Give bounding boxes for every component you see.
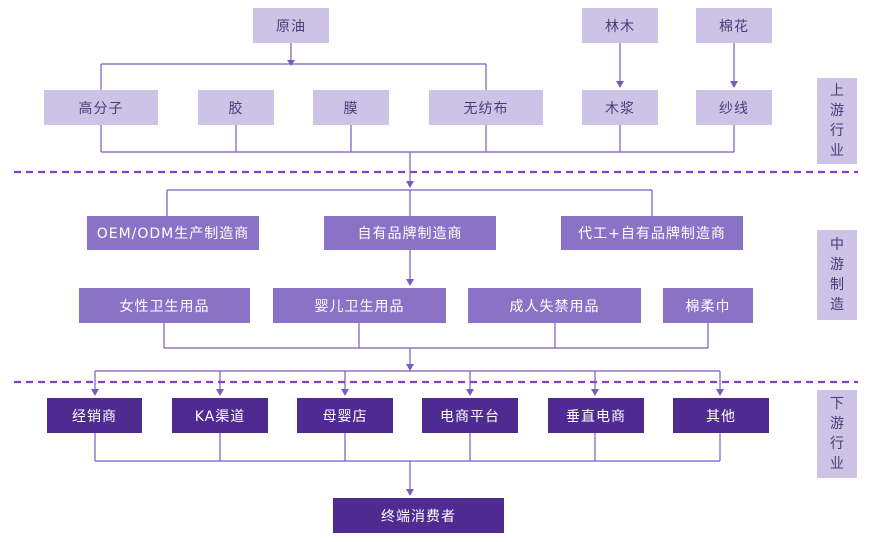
oem-odm-manufacturer-box: OEM/ODM生产制造商 [87,216,259,250]
upstream-side-label: 上 游 行 业 [817,78,857,164]
nonwoven-box: 无纺布 [429,90,543,125]
female-hygiene-box: 女性卫生用品 [79,288,250,323]
own-brand-manufacturer-box: 自有品牌制造商 [324,216,496,250]
baby-hygiene-box: 婴儿卫生用品 [273,288,446,323]
vertical-ecommerce-box: 垂直电商 [548,398,644,433]
cotton-towel-box: 棉柔巾 [663,288,753,323]
end-consumer-box: 终端消费者 [333,498,504,533]
midstream-side-label: 中 游 制 造 [817,230,857,320]
pulp-box: 木浆 [582,90,658,125]
cotton-box: 棉花 [696,8,772,43]
adult-incontinence-box: 成人失禁用品 [468,288,641,323]
distributor-box: 经销商 [47,398,142,433]
other-channel-box: 其他 [673,398,769,433]
polymer-box: 高分子 [44,90,158,125]
ka-channel-box: KA渠道 [172,398,268,433]
ecommerce-platform-box: 电商平台 [422,398,518,433]
downstream-side-label: 下 游 行 业 [817,390,857,478]
crude-oil-box: 原油 [253,8,329,43]
yarn-box: 纱线 [696,90,772,125]
glue-box: 胶 [198,90,274,125]
film-box: 膜 [313,90,389,125]
forest-box: 林木 [582,8,658,43]
mother-baby-store-box: 母婴店 [297,398,393,433]
hybrid-manufacturer-box: 代工+自有品牌制造商 [561,216,743,250]
